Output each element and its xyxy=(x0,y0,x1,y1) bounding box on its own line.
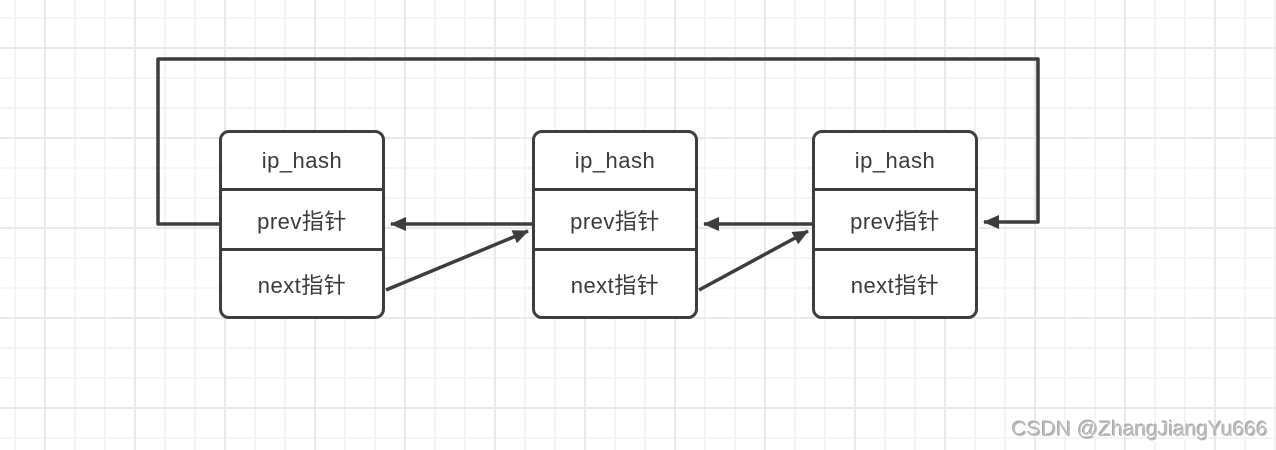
node-ip-hash-1: ip_hash prev指针 next指针 xyxy=(219,130,385,319)
node-next-field: next指针 xyxy=(815,248,975,316)
node-prev-field: prev指针 xyxy=(222,188,382,248)
node-title: ip_hash xyxy=(574,147,656,173)
node-title: ip_hash xyxy=(854,147,936,173)
node-ip-hash-3: ip_hash prev指针 next指针 xyxy=(812,130,978,319)
node-ip-hash-2: ip_hash prev指针 next指针 xyxy=(532,130,698,319)
node-prev-field: prev指针 xyxy=(535,188,695,248)
arrow-node2-next-to-node3 xyxy=(698,229,809,292)
watermark: CSDN @ZhangJiangYu666 xyxy=(1012,418,1268,441)
node-prev-field: prev指针 xyxy=(815,188,975,248)
node-title: ip_hash xyxy=(261,147,343,173)
node-next-field: next指针 xyxy=(222,248,382,316)
arrow-node1-next-to-node2 xyxy=(385,229,529,292)
node-next-field: next指针 xyxy=(535,248,695,316)
